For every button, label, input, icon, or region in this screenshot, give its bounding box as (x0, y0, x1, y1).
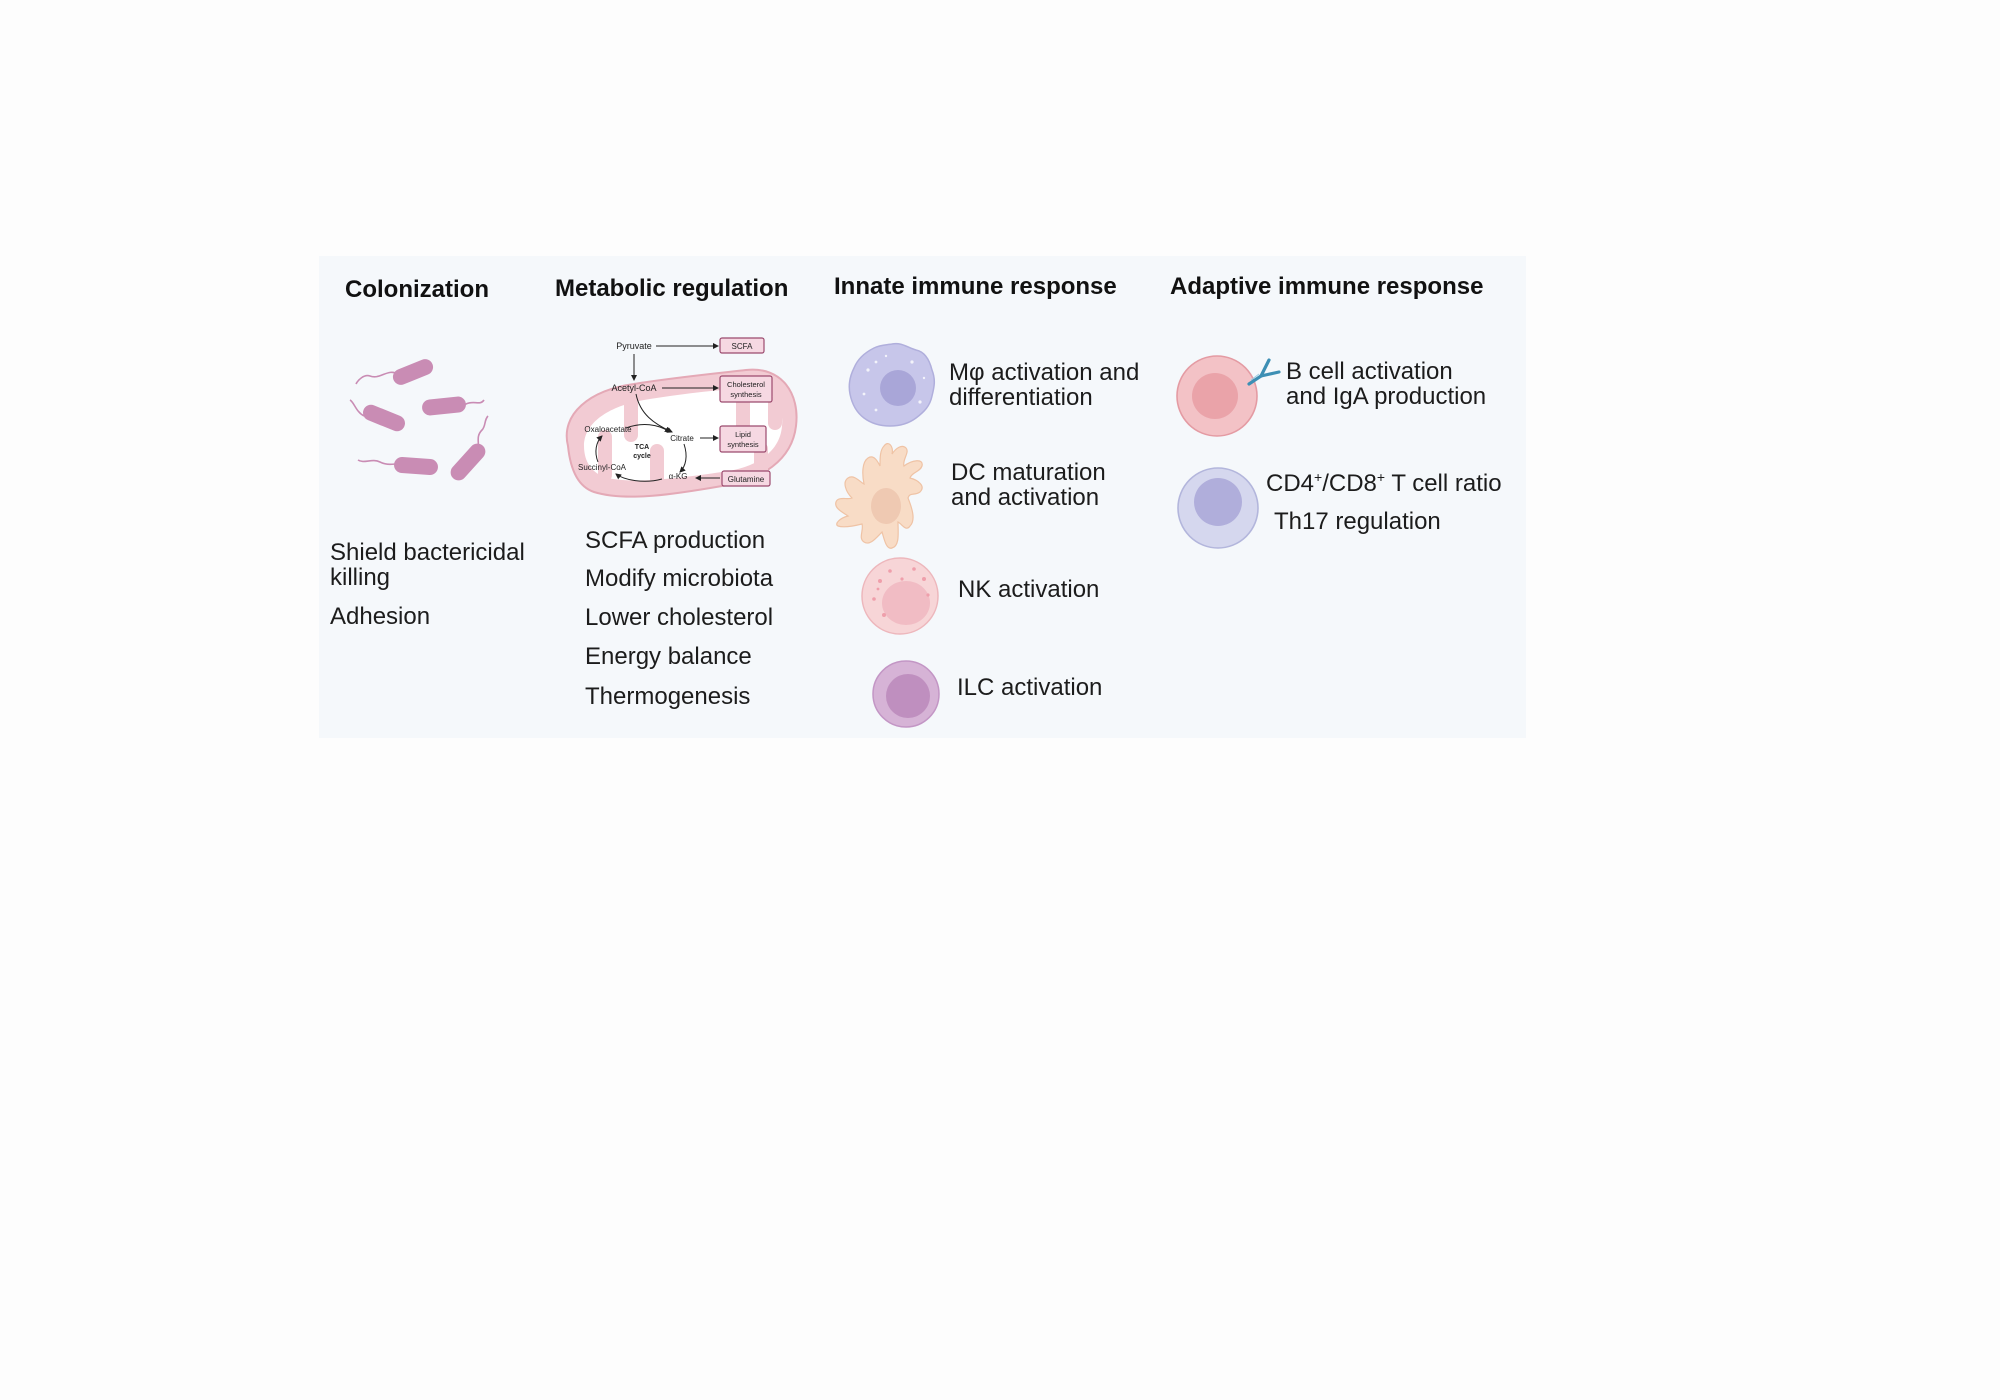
tca-output-cholesterol-1: Cholesterol (727, 380, 765, 389)
diagram-panel (319, 256, 1526, 738)
adaptive-item-b-cell: B cell activation and IgA production (1286, 358, 1487, 410)
nk-cell-icon (861, 557, 939, 635)
tca-label-citrate: Citrate (670, 434, 694, 443)
tca-label-cycle-1: TCA (635, 444, 649, 451)
innate-item-ilc: ILC activation (957, 674, 1103, 701)
metabolic-item-scfa-production: SCFA production (585, 527, 766, 554)
tca-output-cholesterol-2: synthesis (730, 390, 762, 399)
bacteria-illustration (349, 359, 489, 481)
tca-output-lipid-2: synthesis (727, 440, 759, 449)
header-metabolic-regulation: Metabolic regulation (555, 275, 789, 302)
tca-label-cycle-2: cycle (633, 453, 651, 460)
tca-label-oxaloacetate: Oxaloacetate (584, 425, 632, 434)
mitochondria-tca-diagram: Pyruvate Acetyl-CoA Oxaloacetate Citrate… (565, 337, 798, 498)
innate-item-dc: DC maturation and activation (951, 459, 1106, 511)
metabolic-item-modify-microbiota: Modify microbiota (585, 565, 774, 592)
adaptive-item-cd4-cd8-ratio: CD4+/CD8+ T cell ratio (1266, 469, 1502, 497)
header-colonization: Colonization (345, 276, 489, 303)
tca-output-lipid-1: Lipid (735, 430, 751, 439)
metabolic-item-lower-cholesterol: Lower cholesterol (585, 604, 774, 631)
dendritic-cell-icon (835, 442, 923, 549)
t-cell-icon (1177, 467, 1259, 549)
ilc-icon (872, 660, 940, 728)
antibody-icon (1247, 358, 1281, 386)
header-adaptive-immune-response: Adaptive immune response (1170, 273, 1484, 300)
colonization-item-adhesion: Adhesion (330, 603, 431, 630)
innate-item-nk: NK activation (958, 576, 1100, 603)
macrophage-icon (848, 342, 936, 427)
tca-label-succinyl-coa: Succinyl-CoA (578, 463, 627, 472)
tca-label-pyruvate: Pyruvate (616, 341, 652, 351)
tca-output-scfa: SCFA (732, 342, 754, 351)
tca-label-acetyl-coa: Acetyl-CoA (611, 383, 656, 393)
tca-label-akg: α-KG (669, 472, 688, 481)
innate-item-macrophage: Mφ activation and differentiation (949, 359, 1140, 411)
adaptive-item-th17: Th17 regulation (1274, 508, 1441, 535)
metabolic-item-energy-balance: Energy balance (585, 643, 752, 670)
colonization-item-shield-bactericidal: Shield bactericidal killing (330, 539, 525, 591)
header-innate-immune-response: Innate immune response (834, 273, 1117, 300)
tca-input-glutamine: Glutamine (728, 475, 765, 484)
metabolic-item-thermogenesis: Thermogenesis (585, 683, 751, 710)
b-cell-icon (1176, 355, 1281, 437)
